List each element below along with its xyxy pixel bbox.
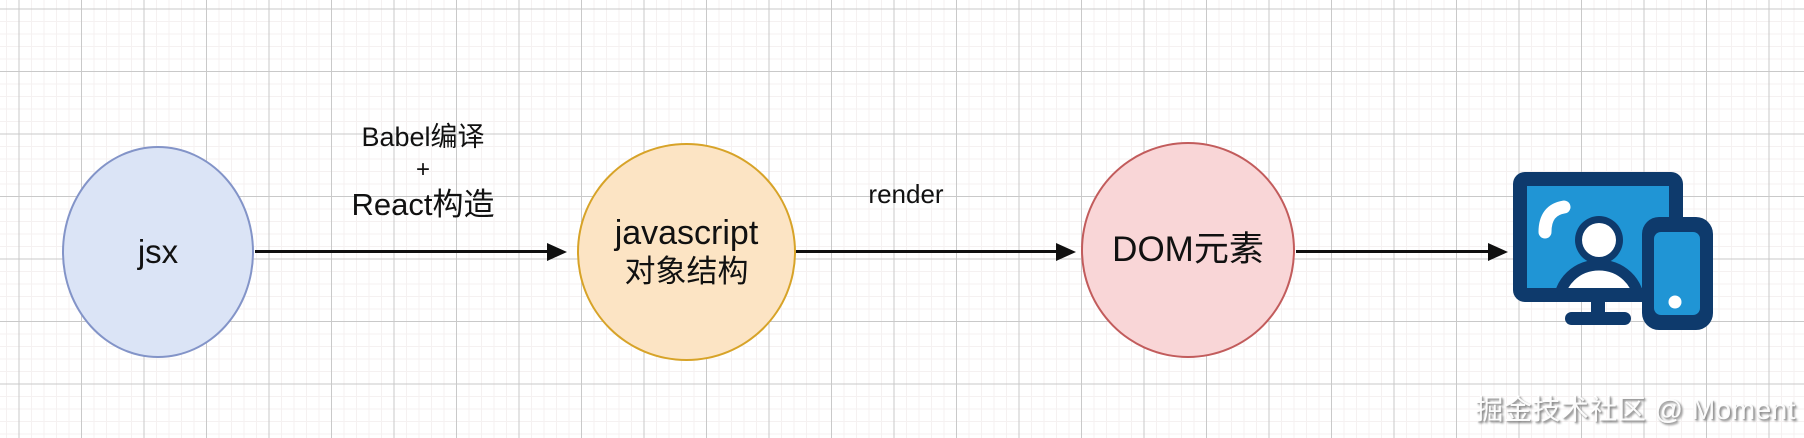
arrow-dom-to-devices — [1296, 242, 1508, 261]
edge-label-render: render — [868, 179, 944, 209]
node-jsx-label: jsx — [137, 233, 179, 271]
node-jsx: jsx — [62, 146, 254, 358]
arrow-jsx-to-javascript — [255, 242, 567, 261]
arrowhead-icon — [547, 242, 567, 261]
arrowhead-icon — [1488, 242, 1508, 261]
phone-home-button-icon — [1668, 295, 1682, 309]
node-dom-element: DOM元素 — [1081, 142, 1295, 358]
edge-label-line-babel: Babel编译 — [361, 122, 485, 152]
watermark: 掘金技术社区 @ Moment — [1475, 394, 1796, 425]
arrowhead-icon — [1056, 242, 1076, 261]
screen-shine-icon — [1538, 200, 1571, 239]
devices-user-icon — [1513, 172, 1713, 330]
edge-label-babel-react: Babel编译 + React构造 — [323, 120, 523, 224]
user-avatar-icon — [1556, 216, 1642, 288]
node-javascript-label-line1: javascript — [614, 214, 759, 252]
node-javascript-label-line2: 对象结构 — [624, 254, 749, 289]
node-dom-label: DOM元素 — [1112, 229, 1264, 269]
edge-label-line-plus: + — [415, 156, 430, 183]
node-javascript-object: javascript 对象结构 — [577, 143, 796, 361]
arrow-javascript-to-dom — [796, 242, 1076, 261]
phone-icon — [1642, 217, 1713, 330]
edge-label-line-react: React构造 — [351, 187, 495, 222]
